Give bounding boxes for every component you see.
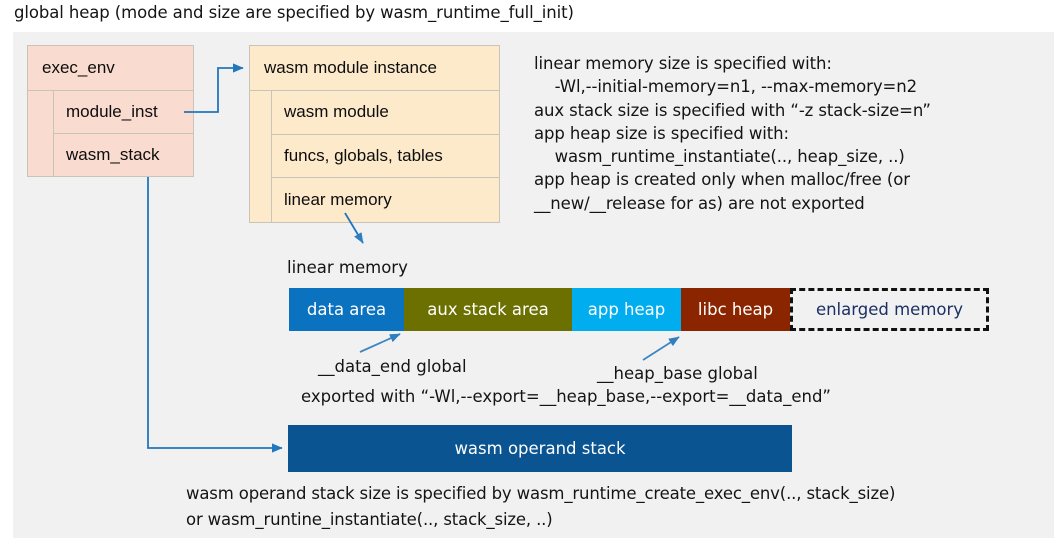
wasm-module-instance-header: wasm module instance xyxy=(250,46,499,91)
page-title: global heap (mode and size are specified… xyxy=(14,3,574,22)
annotation-data-end: __data_end global xyxy=(318,357,467,376)
exec-env-box: exec_env module_inst wasm_stack xyxy=(27,45,194,177)
operand-stack-note: wasm operand stack size is specified by … xyxy=(186,484,896,529)
wasm-module-instance-body: wasm module funcs, globals, tables linea… xyxy=(250,91,499,222)
memory-segment-data-area: data area xyxy=(289,288,404,331)
wasm-module-instance-gutter xyxy=(250,91,272,222)
module-field-linear-memory: linear memory xyxy=(284,189,392,209)
exec-env-header: exec_env xyxy=(28,46,193,91)
exec-env-fields: module_inst wasm_stack xyxy=(54,91,193,176)
exec-env-body: module_inst wasm_stack xyxy=(28,91,193,176)
linear-memory-bar-label: linear memory xyxy=(287,258,408,277)
exec-env-field-module-inst: module_inst xyxy=(54,91,193,134)
annotation-exported-with: exported with “-Wl,--export=__heap_base,… xyxy=(301,387,831,406)
exec-env-field-wasm-stack: wasm_stack xyxy=(66,144,160,164)
memory-segment-app-heap: app heap xyxy=(572,288,681,331)
module-field-wasm-module: wasm module xyxy=(272,91,499,135)
wasm-module-instance-fields: wasm module funcs, globals, tables linea… xyxy=(272,91,499,222)
wasm-module-instance-box: wasm module instance wasm module funcs, … xyxy=(249,45,500,223)
wasm-operand-stack-box: wasm operand stack xyxy=(288,425,792,472)
memory-segment-libc-heap: libc heap xyxy=(681,288,790,331)
module-field-funcs-globals-tables: funcs, globals, tables xyxy=(272,135,499,179)
exec-env-gutter xyxy=(28,91,54,176)
linear-memory-note: linear memory size is specified with: -W… xyxy=(534,54,931,213)
annotation-heap-base: __heap_base global xyxy=(597,364,758,383)
memory-segment-enlarged-memory: enlarged memory xyxy=(790,288,989,331)
memory-segment-aux-stack-area: aux stack area xyxy=(404,288,572,331)
